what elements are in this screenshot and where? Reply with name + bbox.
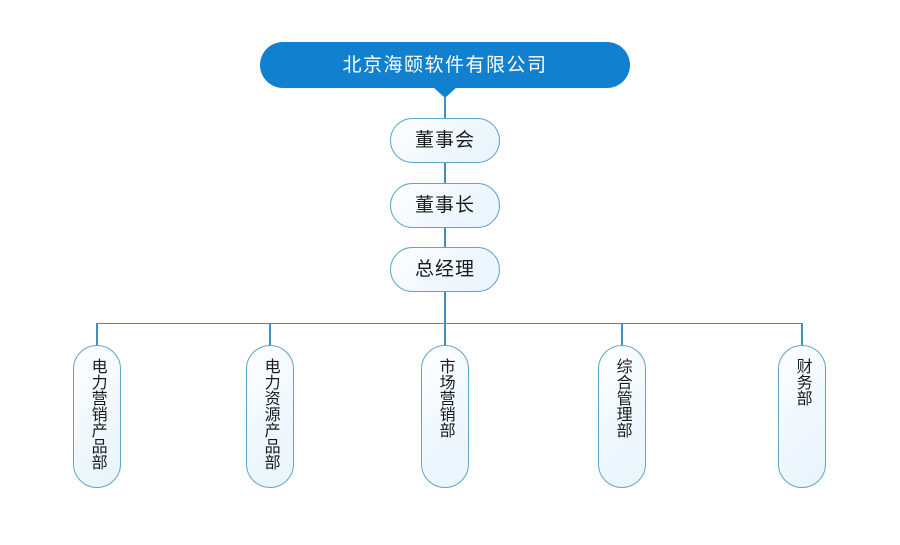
node-board-of-directors-label: 董事会	[414, 130, 475, 151]
node-dept-power-resource-product[interactable]: 电力资源产品部	[246, 345, 294, 488]
node-dept-general-management-label: 综合管理部	[613, 358, 631, 438]
node-board-of-directors[interactable]: 董事会	[390, 118, 500, 163]
connector-bus-to-dept-1	[96, 322, 98, 346]
connector-chair-to-gm	[444, 228, 446, 247]
connector-bus-to-dept-4	[621, 322, 623, 346]
node-dept-market-marketing[interactable]: 市场营销部	[421, 345, 469, 488]
node-dept-power-resource-product-label: 电力资源产品部	[261, 358, 279, 470]
node-dept-finance-label: 财务部	[793, 358, 811, 406]
node-dept-general-management[interactable]: 综合管理部	[598, 345, 646, 488]
connector-board-to-chair	[444, 163, 446, 183]
connector-bus-to-dept-3	[444, 322, 446, 346]
connector-gm-to-bus	[444, 292, 446, 324]
banner-notch-triangle-icon	[433, 87, 457, 98]
node-dept-market-marketing-label: 市场营销部	[436, 358, 454, 438]
node-dept-finance[interactable]: 财务部	[778, 345, 826, 488]
node-company-banner[interactable]: 北京海颐软件有限公司	[260, 42, 630, 88]
node-general-manager[interactable]: 总经理	[390, 247, 500, 292]
connector-bus-to-dept-5	[801, 322, 803, 346]
node-company-label: 北京海颐软件有限公司	[342, 54, 548, 76]
connector-bus-to-dept-2	[269, 322, 271, 346]
node-general-manager-label: 总经理	[414, 259, 475, 280]
node-dept-power-marketing-product-label: 电力营销产品部	[88, 358, 106, 470]
connector-department-bus	[96, 322, 803, 325]
node-chairman[interactable]: 董事长	[390, 183, 500, 228]
node-chairman-label: 董事长	[414, 195, 475, 216]
node-dept-power-marketing-product[interactable]: 电力营销产品部	[73, 345, 121, 488]
connector-company-to-board	[444, 96, 446, 118]
